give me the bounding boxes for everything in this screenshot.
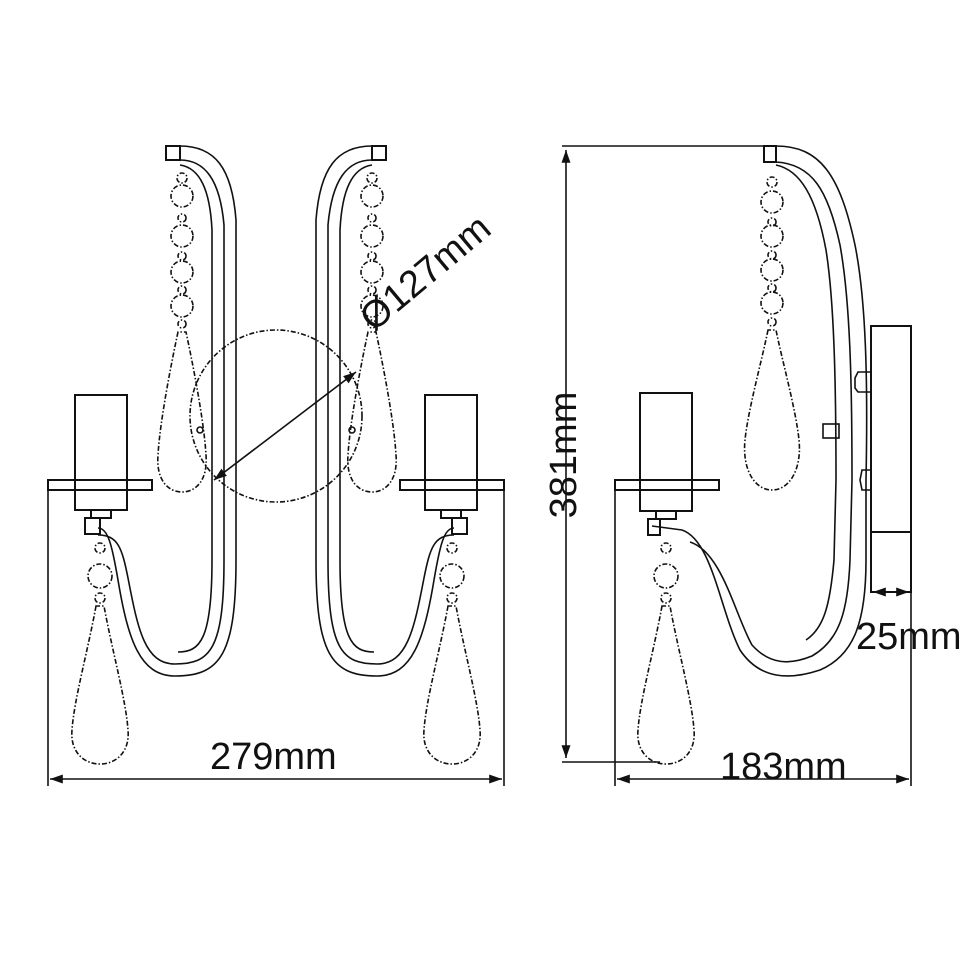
left-arm (97, 145, 237, 677)
side-lower-crystal (637, 542, 695, 765)
left-candle (47, 394, 153, 535)
height-label: 381mm (543, 391, 585, 519)
left-lower-crystal (71, 542, 129, 765)
depth-label: 25mm (856, 616, 962, 658)
right-arm (315, 145, 455, 677)
side-arm (651, 145, 868, 677)
side-view (561, 145, 912, 786)
width-label: 279mm (210, 736, 337, 778)
side-crystal-chain (743, 176, 801, 491)
left-crystal-chain (157, 172, 207, 493)
backplate-circle (189, 329, 363, 503)
diameter-dimension-line (213, 371, 357, 481)
right-candle (399, 394, 505, 535)
side-candle (614, 392, 720, 536)
front-view (47, 145, 505, 786)
projection-label: 183mm (720, 746, 847, 788)
right-lower-crystal (423, 542, 481, 765)
right-crystal-chain (347, 172, 397, 493)
